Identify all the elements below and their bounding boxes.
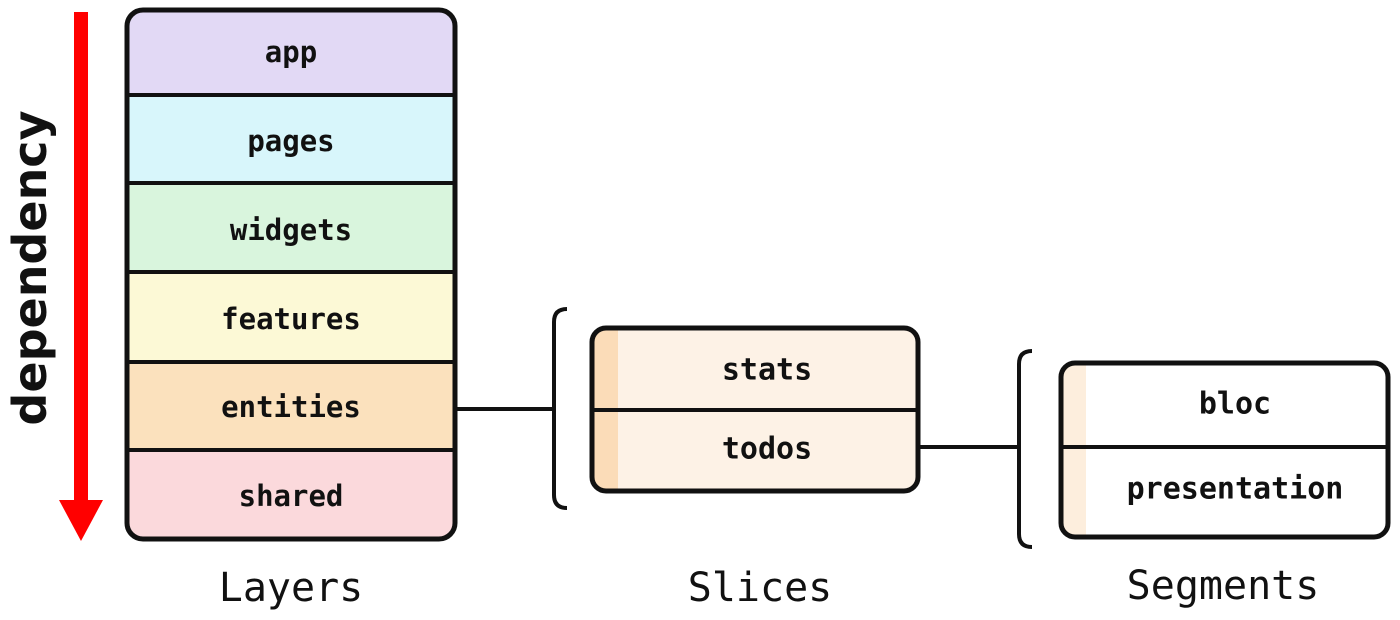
layer-label-pages: pages bbox=[247, 124, 334, 158]
layer-label-features: features bbox=[221, 302, 361, 336]
layer-row-shared bbox=[127, 450, 455, 539]
dependency-arrow-shaft bbox=[74, 12, 88, 504]
slices-outline bbox=[589, 325, 921, 494]
layer-row-features bbox=[127, 272, 455, 362]
dependency-label: dependency bbox=[3, 110, 57, 425]
segments-box: bloc presentation bbox=[1058, 360, 1391, 540]
layers-caption: Layers bbox=[219, 565, 364, 611]
layers-outline bbox=[124, 7, 458, 542]
layer-row-pages bbox=[127, 95, 455, 183]
segments-background bbox=[1061, 363, 1388, 537]
layer-row-entities bbox=[127, 362, 455, 450]
layers-stack: app pages widgets features entities shar… bbox=[124, 7, 458, 542]
layer-label-widgets: widgets bbox=[230, 213, 352, 247]
slice-label-todos: todos bbox=[722, 432, 812, 467]
segments-caption: Segments bbox=[1127, 563, 1320, 609]
segments-accent-strip bbox=[1061, 363, 1086, 537]
segment-label-bloc: bloc bbox=[1199, 387, 1271, 422]
slices-bracket bbox=[552, 307, 568, 510]
layer-row-widgets bbox=[127, 183, 455, 272]
segments-outline bbox=[1058, 360, 1391, 540]
slices-caption: Slices bbox=[688, 565, 833, 611]
layer-label-app: app bbox=[265, 35, 317, 69]
layer-row-app bbox=[127, 10, 455, 95]
segments-bracket bbox=[1017, 349, 1033, 549]
dependency-arrow bbox=[59, 12, 103, 541]
layer-label-entities: entities bbox=[221, 390, 361, 424]
layer-label-shared: shared bbox=[239, 479, 344, 513]
slices-box: stats todos bbox=[589, 325, 921, 494]
dependency-arrow-head bbox=[59, 500, 103, 541]
slice-label-stats: stats bbox=[722, 353, 812, 388]
segment-label-presentation: presentation bbox=[1127, 472, 1344, 507]
